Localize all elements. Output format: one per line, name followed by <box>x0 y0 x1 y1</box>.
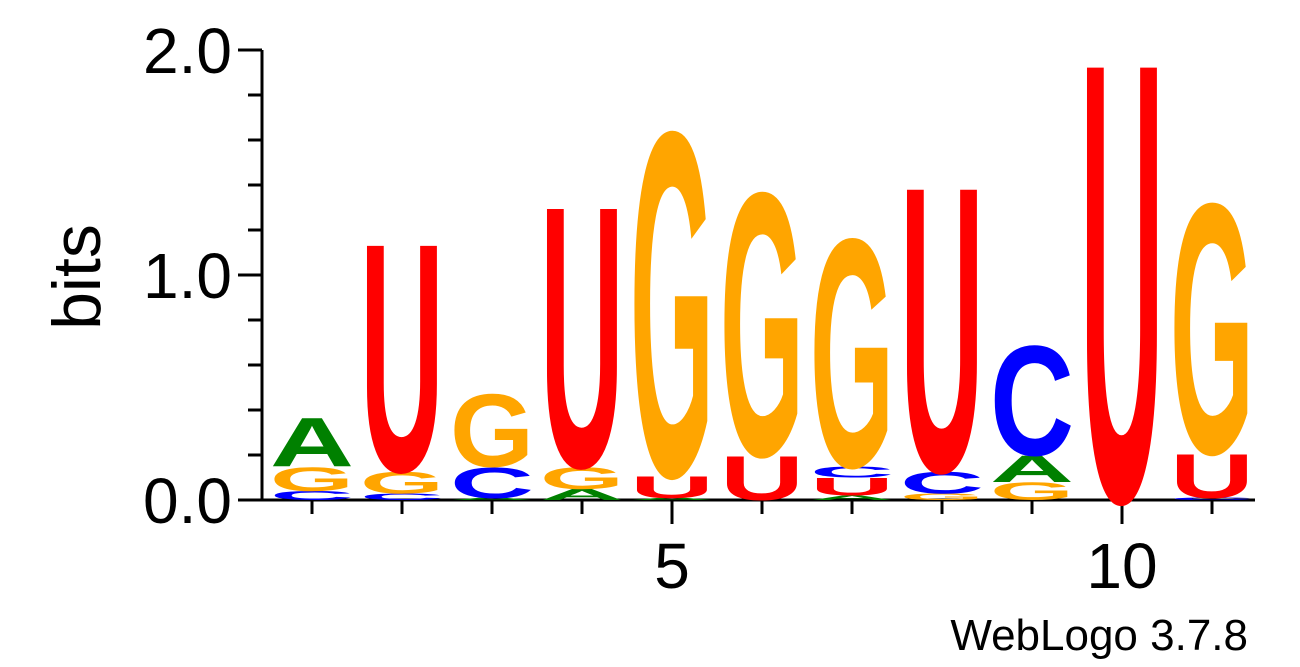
y-tick-label: 0.0 <box>143 465 232 537</box>
x-axis: 5 10 <box>262 498 1255 602</box>
logo-column-2: CGU <box>360 175 444 540</box>
letter-C-pos-2: C <box>360 492 444 503</box>
letter-G-pos-7: G <box>810 171 894 536</box>
logo-column-3: ACG <box>450 373 534 507</box>
letter-A-pos-5: A <box>630 497 714 500</box>
letter-U-pos-8: U <box>900 101 984 558</box>
letter-U-pos-6: U <box>720 443 804 514</box>
logo-column-5: AUG <box>630 29 714 580</box>
x-tick-label: 5 <box>654 530 690 602</box>
logo-column-10: U <box>1080 0 1164 633</box>
y-tick-label: 2.0 <box>143 15 232 87</box>
logo-column-6: UG <box>720 114 804 535</box>
letter-C-pos-1: C <box>270 489 354 503</box>
letter-G-pos-2: G <box>360 465 444 500</box>
x-ticks: 5 10 <box>310 500 1214 602</box>
letter-G-pos-1: G <box>270 460 354 499</box>
letter-G-pos-8: G <box>900 492 984 502</box>
x-tick-label: 10 <box>1086 530 1157 602</box>
letter-U-pos-2: U <box>360 175 444 540</box>
letter-U-pos-4: U <box>540 127 624 546</box>
y-tick-label: 1.0 <box>143 240 232 312</box>
letter-C-pos-7: C <box>810 463 894 481</box>
letter-A-pos-9: A <box>990 448 1074 490</box>
letter-U-pos-5: U <box>630 470 714 505</box>
logo-column-4: AGU <box>540 127 624 546</box>
letter-G-pos-4: G <box>540 460 624 495</box>
letter-U-pos-11: U <box>1170 441 1254 512</box>
letter-C-pos-9: C <box>990 314 1074 489</box>
letter-A-pos-7: A <box>810 494 894 501</box>
letter-A-pos-3: A <box>450 497 534 500</box>
letter-U-pos-10: U <box>1080 0 1164 633</box>
weblogo-version-footer: WebLogo 3.7.8 <box>950 611 1248 660</box>
letter-C-pos-8: C <box>900 465 984 500</box>
logo-column-1: CGA <box>270 404 354 503</box>
letter-C-pos-3: C <box>450 458 534 508</box>
letter-G-pos-6: G <box>720 114 804 535</box>
logo-column-8: GCU <box>900 101 984 558</box>
y-axis-label: bits <box>39 224 115 330</box>
y-ticks: 0.0 1.0 2.0 <box>143 15 262 537</box>
y-axis: 0.0 1.0 2.0 bits <box>39 15 264 537</box>
letter-U-pos-7: U <box>810 473 894 501</box>
logo-column-9: GAC <box>990 314 1074 505</box>
letter-C-pos-11: C <box>1170 497 1254 500</box>
letter-G-pos-11: G <box>1170 130 1254 529</box>
letter-G-pos-9: G <box>990 477 1074 505</box>
letter-G-pos-5: G <box>630 29 714 580</box>
letter-A-pos-1: A <box>270 404 354 481</box>
letter-G-pos-3: G <box>450 373 534 489</box>
letter-A-pos-4: A <box>540 486 624 504</box>
logo-column-11: CUG <box>1170 130 1254 529</box>
